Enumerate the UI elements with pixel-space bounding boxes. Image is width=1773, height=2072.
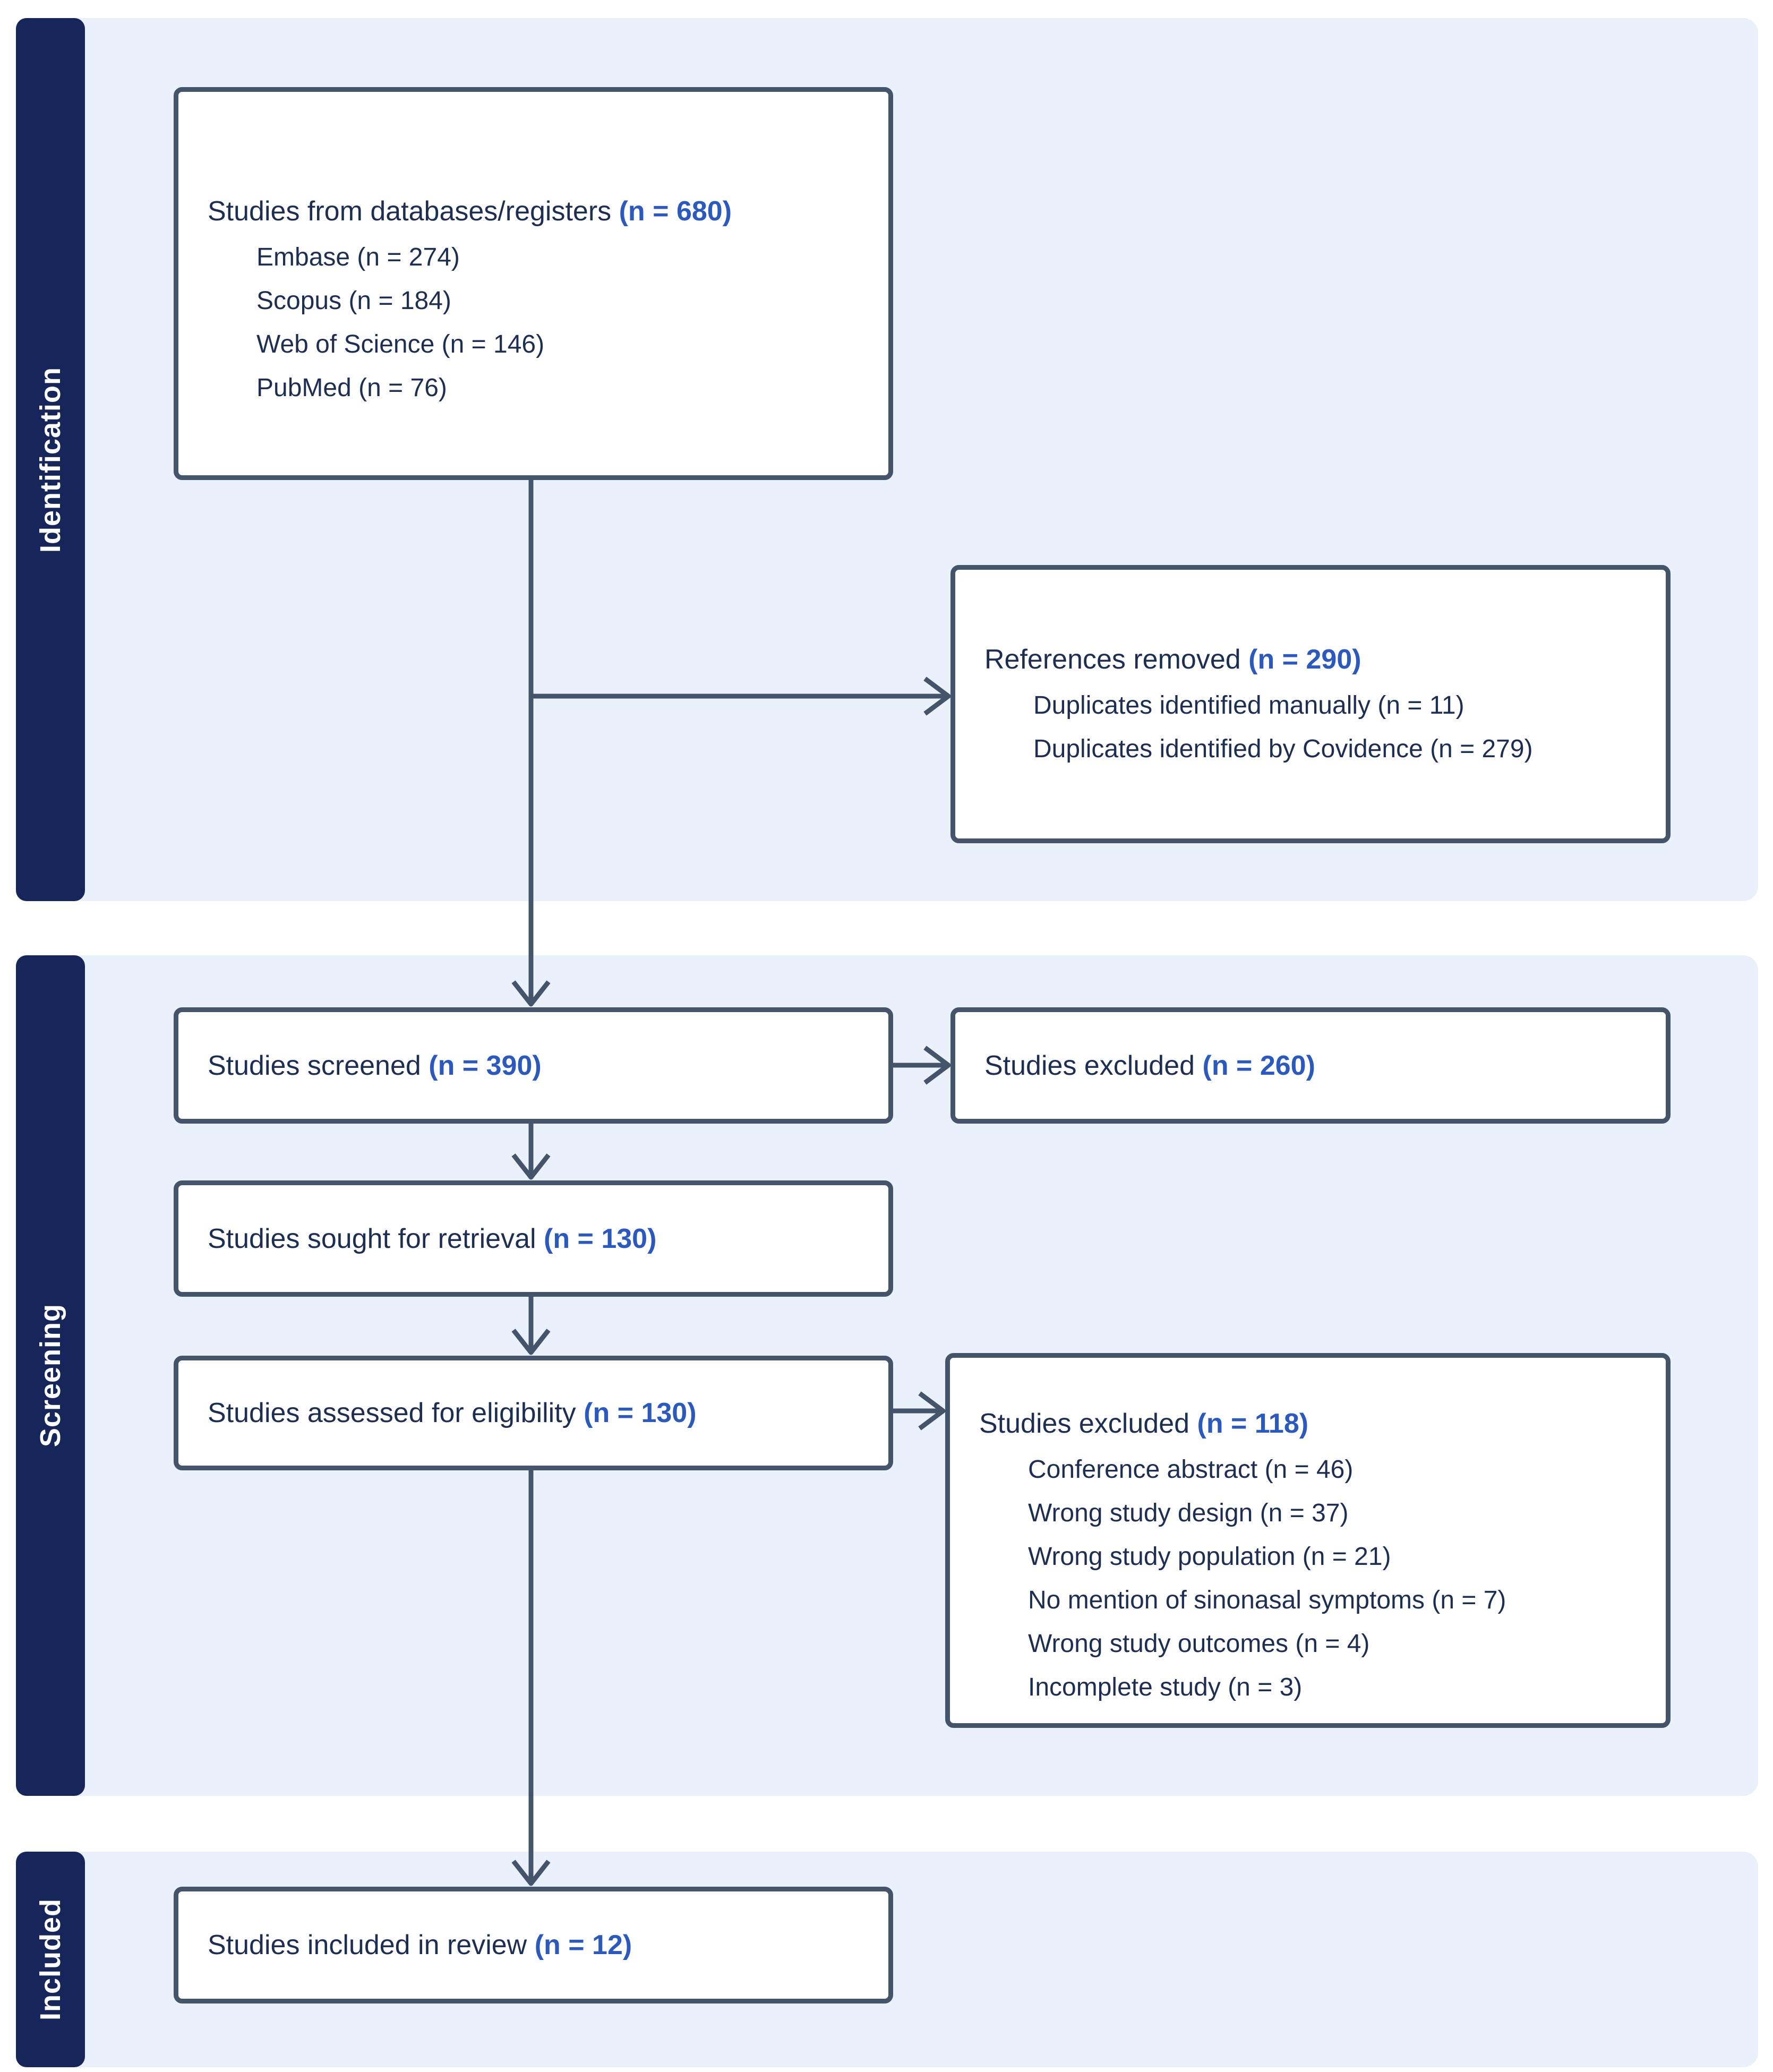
box-title-text: Studies screened [208,1050,421,1081]
box-studies-excluded-screening: Studies excluded (n = 260) [950,1007,1671,1124]
box-references-removed: References removed (n = 290) Duplicates … [950,565,1671,843]
sub-item: Wrong study design (n = 37) [1028,1499,1349,1527]
box-title-text: Studies excluded [979,1408,1190,1439]
box-count: (n = 290) [1248,644,1361,675]
screening-stage-label: Screening [35,1304,66,1448]
screening-stage-band: Screening [16,955,85,1796]
identification-stage-band: Identification [16,18,85,901]
sub-item: Wrong study outcomes (n = 4) [1028,1629,1370,1658]
box-count: (n = 390) [429,1050,542,1081]
box-studies-assessed-for-eligibility: Studies assessed for eligibility (n = 13… [174,1356,893,1470]
box-title: Studies excluded (n = 260) [984,1043,1647,1088]
box-title: Studies from databases/registers (n = 68… [208,189,869,234]
box-title: Studies assessed for eligibility (n = 13… [208,1391,869,1435]
included-stage-label: Included [35,1898,66,2020]
box-studies-excluded-eligibility: Studies excluded (n = 118) Conference ab… [945,1353,1671,1728]
sub-item: No mention of sinonasal symptoms (n = 7) [1028,1586,1506,1614]
sub-item: Incomplete study (n = 3) [1028,1673,1303,1701]
box-studies-included-in-review: Studies included in review (n = 12) [174,1887,893,2003]
box-title: Studies excluded (n = 118) [979,1401,1647,1446]
box-title: Studies included in review (n = 12) [208,1923,869,1967]
sub-item: Duplicates identified by Covidence (n = … [1033,735,1533,763]
box-title-text: Studies excluded [984,1050,1195,1081]
box-title-text: Studies sought for retrieval [208,1223,536,1254]
box-studies-screened: Studies screened (n = 390) [174,1007,893,1124]
sub-item: Scopus (n = 184) [256,287,451,315]
box-count: (n = 12) [534,1930,632,1960]
box-studies-sought-for-retrieval: Studies sought for retrieval (n = 130) [174,1180,893,1297]
box-count: (n = 130) [544,1223,657,1254]
removed-breakdown-list: Duplicates identified manually (n = 11) D… [984,684,1647,771]
sub-item: Wrong study population (n = 21) [1028,1542,1391,1571]
box-count: (n = 118) [1197,1408,1309,1439]
box-title-text: References removed [984,644,1241,675]
box-studies-from-databases: Studies from databases/registers (n = 68… [174,87,893,480]
sub-item: Duplicates identified manually (n = 11) [1033,691,1464,720]
box-title-text: Studies from databases/registers [208,196,612,227]
sub-item: PubMed (n = 76) [256,374,447,402]
sub-item: Embase (n = 274) [256,243,460,271]
identification-stage-label: Identification [35,366,66,553]
box-title-text: Studies included in review [208,1930,527,1960]
box-title: References removed (n = 290) [984,637,1647,682]
box-title-text: Studies assessed for eligibility [208,1398,576,1428]
exclusion-reasons-list: Conference abstract (n = 46) Wrong study … [979,1448,1647,1709]
box-count: (n = 260) [1202,1050,1315,1081]
box-count: (n = 680) [619,196,732,227]
source-breakdown-list: Embase (n = 274) Scopus (n = 184) Web of S… [208,236,869,410]
sub-item: Web of Science (n = 146) [256,330,545,358]
box-title: Studies sought for retrieval (n = 130) [208,1217,869,1261]
sub-item: Conference abstract (n = 46) [1028,1455,1354,1484]
included-stage-band: Included [16,1852,85,2067]
box-title: Studies screened (n = 390) [208,1043,869,1088]
box-count: (n = 130) [584,1398,697,1428]
